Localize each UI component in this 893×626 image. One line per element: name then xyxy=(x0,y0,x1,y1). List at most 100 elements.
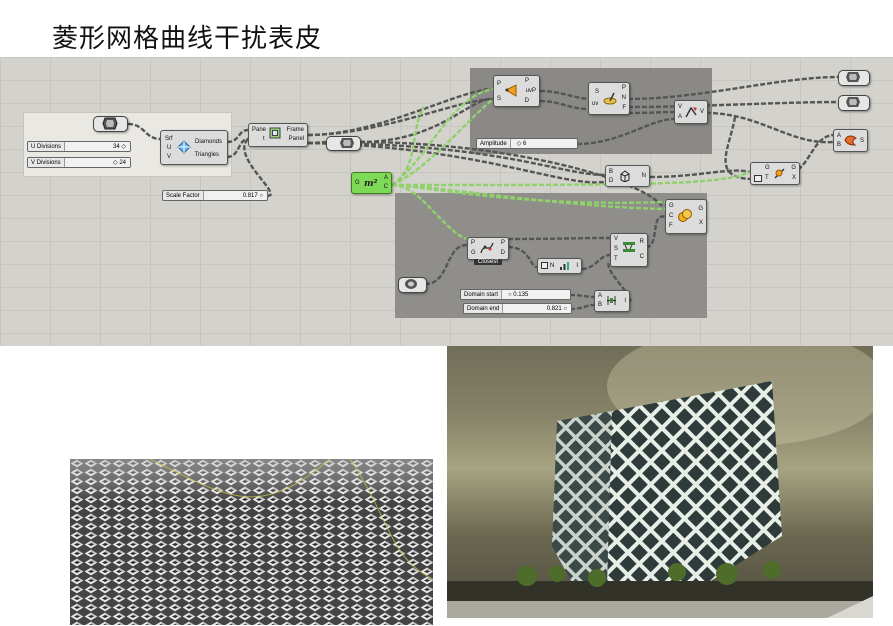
input-g[interactable]: G xyxy=(355,180,360,186)
output-x[interactable]: X xyxy=(698,220,703,226)
amplitude-value[interactable]: ◇ 6 xyxy=(510,139,577,148)
scale-factor-label: Scale Factor xyxy=(163,191,204,200)
domain-end-slider[interactable]: Domain end 0.821 ○ xyxy=(463,303,572,314)
cone-icon xyxy=(504,84,517,97)
remap-component[interactable]: V S T R C xyxy=(610,233,648,267)
output-i[interactable]: I xyxy=(576,263,578,269)
output-f[interactable]: F xyxy=(622,105,626,111)
output-p[interactable]: P xyxy=(621,85,626,91)
evaluate-surface-component[interactable]: P S P uvP D xyxy=(493,75,540,107)
output-diamonds[interactable]: Diamonds xyxy=(194,139,222,145)
input-d[interactable]: D xyxy=(609,178,614,184)
input-g[interactable]: G xyxy=(669,203,674,209)
input-t[interactable]: T xyxy=(765,175,769,181)
output-x[interactable]: X xyxy=(791,175,796,181)
u-divisions-label: U Divisions xyxy=(28,142,66,151)
input-a[interactable]: A xyxy=(598,293,603,299)
building-rendering-photo xyxy=(447,346,873,618)
scale-factor-slider[interactable]: Scale Factor 0.817 ○ xyxy=(162,190,268,201)
domain-start-label: Domain start xyxy=(461,290,503,299)
amplitude-vector-component[interactable]: V A V xyxy=(674,100,708,124)
input-g[interactable]: G xyxy=(765,165,770,171)
v-divisions-value[interactable]: ◇ 24 xyxy=(64,158,130,167)
input-c[interactable]: C xyxy=(669,213,674,219)
input-f[interactable]: F xyxy=(669,223,673,229)
output-s[interactable]: S xyxy=(859,138,864,144)
output-p[interactable]: P xyxy=(500,240,505,246)
geometry-param-component[interactable]: G A C m² xyxy=(351,172,392,194)
input-s[interactable]: S xyxy=(614,246,619,252)
input-pane[interactable]: Pane xyxy=(252,127,267,133)
output-g[interactable]: G xyxy=(698,206,703,212)
geometry-hex-icon xyxy=(846,97,860,107)
scale-gcf-component[interactable]: G C F G X xyxy=(665,199,707,234)
output-d[interactable]: D xyxy=(524,98,529,104)
vector-icon xyxy=(685,106,697,118)
move-icon xyxy=(844,135,857,146)
input-p[interactable]: P xyxy=(471,240,476,246)
output-r[interactable]: R xyxy=(639,239,644,245)
diamond-panels-component[interactable]: Srf U V Diamonds Triangles xyxy=(160,130,228,165)
domain-start-slider[interactable]: Domain start ○ 0.135 xyxy=(460,289,571,300)
input-t[interactable]: t xyxy=(263,136,265,142)
input-b[interactable]: B xyxy=(837,142,842,148)
frame-panel-component[interactable]: Pane t Frame Panel xyxy=(248,123,308,147)
v-divisions-slider[interactable]: V Divisions ◇ 24 xyxy=(27,157,131,168)
scale-gt-component[interactable]: G T G X xyxy=(750,162,800,185)
box-icon xyxy=(541,262,548,269)
output-v[interactable]: V xyxy=(699,109,704,115)
normal-icon xyxy=(603,92,617,105)
domain-end-label: Domain end xyxy=(464,304,504,313)
input-b[interactable]: B xyxy=(598,302,603,308)
input-v[interactable]: V xyxy=(167,154,172,160)
amplitude-slider[interactable]: Amplitude ◇ 6 xyxy=(476,138,578,149)
input-s[interactable]: S xyxy=(497,96,502,102)
output-a[interactable]: A xyxy=(383,175,388,181)
input-srf[interactable]: Srf xyxy=(165,136,173,142)
output-c[interactable]: C xyxy=(639,254,644,260)
v-divisions-label: V Divisions xyxy=(28,158,65,167)
move-component[interactable]: A B S xyxy=(833,129,868,152)
output-triangles[interactable]: Triangles xyxy=(194,152,219,158)
input-v[interactable]: V xyxy=(614,236,619,242)
domain-end-value[interactable]: 0.821 ○ xyxy=(503,304,571,313)
scale-factor-value[interactable]: 0.817 ○ xyxy=(203,191,267,200)
output-i[interactable]: I xyxy=(624,298,626,304)
output-c[interactable]: C xyxy=(383,184,388,190)
output-p[interactable]: P xyxy=(524,78,529,84)
input-b[interactable]: B xyxy=(609,169,614,175)
diamond-panel-pattern xyxy=(70,459,433,625)
surface-normal-component[interactable]: S uv P N F xyxy=(588,82,630,115)
cube-icon xyxy=(620,170,630,182)
construct-domain-component[interactable]: A B I xyxy=(594,290,630,312)
output-g[interactable]: G xyxy=(791,165,796,171)
input-t[interactable]: T xyxy=(614,256,618,262)
input-s[interactable]: S xyxy=(595,89,600,95)
box-component[interactable]: B D N xyxy=(605,165,650,187)
geometry-hex-icon xyxy=(340,138,354,148)
output-panel[interactable]: Panel xyxy=(288,136,304,142)
output-frame[interactable]: Frame xyxy=(286,127,304,133)
u-divisions-value[interactable]: 34 ◇ xyxy=(65,142,130,151)
input-u[interactable]: U xyxy=(167,145,172,151)
input-uv[interactable]: uv xyxy=(592,101,599,107)
input-a[interactable]: A xyxy=(837,133,842,139)
area-icon: m² xyxy=(364,179,378,188)
box-icon xyxy=(754,175,762,182)
domain-start-value[interactable]: ○ 0.135 xyxy=(502,290,570,299)
input-g[interactable]: G xyxy=(471,250,476,256)
input-p[interactable]: P xyxy=(497,81,502,87)
curve-closest-component[interactable]: P G P D xyxy=(467,237,509,260)
scale-icon xyxy=(678,209,692,222)
input-a[interactable]: A xyxy=(678,114,683,120)
output-n[interactable]: N xyxy=(621,95,626,101)
grasshopper-canvas[interactable]: Srf U V Diamonds Triangles Pane t Frame … xyxy=(0,57,893,346)
output-d[interactable]: D xyxy=(500,250,505,256)
input-v[interactable]: V xyxy=(678,104,683,110)
curve-icon xyxy=(480,242,494,254)
sort-list-component[interactable]: N I xyxy=(537,258,582,274)
u-divisions-slider[interactable]: U Divisions 34 ◇ xyxy=(27,141,131,152)
output-n[interactable]: N xyxy=(641,173,646,179)
input-n[interactable]: N xyxy=(550,263,555,269)
output-uvp[interactable]: uvP xyxy=(525,88,536,94)
